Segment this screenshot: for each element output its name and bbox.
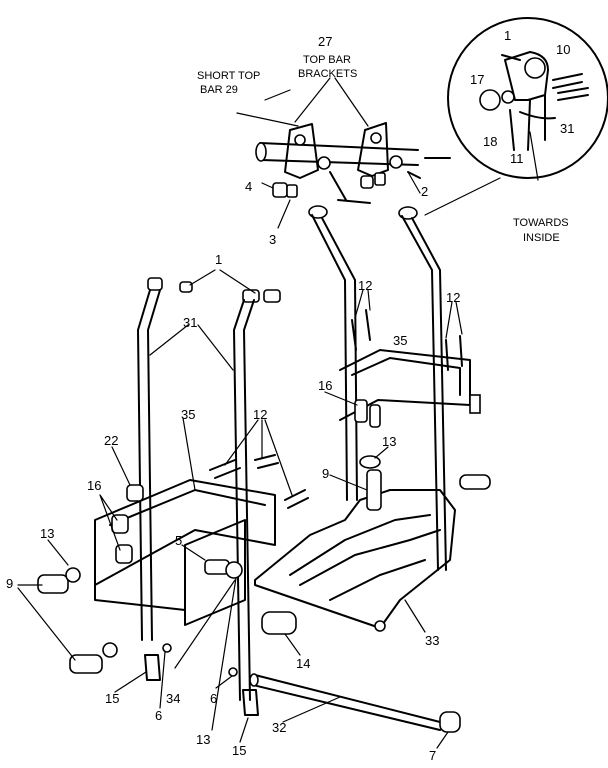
label-35-front: 35 (181, 407, 195, 422)
label-6-right: 6 (210, 691, 217, 706)
label-17: 17 (470, 72, 484, 87)
label-short-top-line1: SHORT TOP (197, 70, 260, 82)
seat-pan (254, 455, 456, 635)
label-towards-line1: TOWARDS (513, 217, 569, 229)
label-15-right: 15 (232, 743, 246, 758)
inset-detail (447, 17, 608, 179)
label-7: 7 (429, 748, 436, 763)
callout-labels: 27 TOP BAR BRACKETS SHORT TOP BAR 29 1 1… (6, 28, 574, 763)
label-12-rear-left: 12 (358, 278, 372, 293)
label-1-inset: 1 (504, 28, 511, 43)
label-10: 10 (556, 42, 570, 57)
label-33: 33 (425, 633, 439, 648)
label-top-bar-line2: BRACKETS (298, 68, 357, 80)
label-9-front: 9 (6, 576, 13, 591)
label-6-left: 6 (155, 708, 162, 723)
label-13-bottom: 13 (196, 732, 210, 747)
label-27: 27 (318, 34, 332, 49)
label-22: 22 (104, 433, 118, 448)
label-18: 18 (483, 134, 497, 149)
label-top-bar-line1: TOP BAR (303, 54, 351, 66)
label-2: 2 (421, 184, 428, 199)
label-14: 14 (296, 656, 310, 671)
label-35-rear: 35 (393, 333, 407, 348)
label-16-front: 16 (87, 478, 101, 493)
label-12-front: 12 (253, 407, 267, 422)
label-9-rear: 9 (322, 466, 329, 481)
label-5: 5 (175, 533, 182, 548)
label-16-rear: 16 (318, 378, 332, 393)
label-32: 32 (272, 720, 286, 735)
label-4: 4 (245, 179, 252, 194)
top-bar-brackets (272, 122, 451, 204)
label-15-left: 15 (105, 691, 119, 706)
rear-frame (308, 205, 491, 571)
label-12-rear-right: 12 (446, 290, 460, 305)
label-13-front: 13 (40, 526, 54, 541)
label-3: 3 (269, 232, 276, 247)
label-short-top-line2: BAR 29 (200, 84, 238, 96)
inset-leader-line (424, 177, 501, 216)
label-34: 34 (166, 691, 180, 706)
label-towards-line2: INSIDE (523, 232, 560, 244)
label-31: 31 (183, 315, 197, 330)
label-1: 1 (215, 252, 222, 267)
label-11: 11 (510, 151, 524, 166)
label-31-inset: 31 (560, 121, 574, 136)
leader-lines (17, 77, 539, 749)
label-13-rear: 13 (382, 434, 396, 449)
